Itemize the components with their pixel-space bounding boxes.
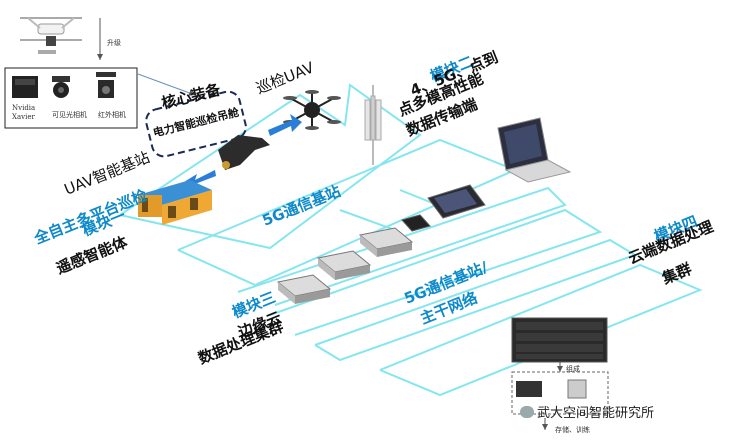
payload-nvidia-label-1: Nvidia — [12, 104, 36, 112]
layer-1-outline — [119, 83, 422, 250]
arrow-pod-to-uav — [268, 114, 302, 136]
layer-5-outline — [379, 263, 703, 397]
server-rack-icon — [511, 317, 608, 363]
payload-to-pod-arrow — [137, 73, 196, 96]
layer-3-outline-b — [269, 208, 603, 336]
layer-4-outline — [314, 238, 638, 362]
drone-upgrade-panel — [4, 17, 196, 129]
tablet-icon — [427, 184, 486, 219]
visible-camera-icon — [52, 76, 70, 98]
watermark: 武大空间智能研究所 — [520, 402, 654, 421]
payload-nvidia-label-2: Xavier — [12, 113, 35, 121]
laptop-icon — [497, 117, 572, 183]
phantom-drone-icon — [20, 17, 82, 54]
gpu-card-icon — [358, 227, 414, 257]
phone-icon — [401, 214, 431, 232]
gpu-card-icon — [276, 274, 332, 304]
watermark-text: 武大空间智能研究所 — [537, 406, 655, 421]
server-components-box — [511, 362, 609, 430]
infrared-camera-icon — [96, 72, 116, 98]
cpu-chip-icon — [567, 379, 587, 399]
core-equipment-box — [145, 90, 247, 158]
payload-visible-camera-label: 可见光相机 — [52, 111, 87, 119]
gpu-card-icon — [316, 250, 372, 280]
uav-base-station-icon — [138, 180, 212, 225]
storage-label: 存储、训练 — [555, 426, 590, 434]
wechat-icon — [520, 405, 534, 418]
layer-divider-1 — [339, 209, 396, 231]
robotic-arm-icon — [218, 135, 270, 170]
edge-server-cards — [276, 227, 414, 304]
build-label: 组成 — [566, 365, 580, 373]
upgrade-label: 升级 — [107, 39, 121, 47]
payload-infrared-camera-label: 红外相机 — [98, 111, 126, 119]
gpu-component-icon — [516, 381, 542, 397]
5g-tower-icon — [364, 85, 382, 165]
